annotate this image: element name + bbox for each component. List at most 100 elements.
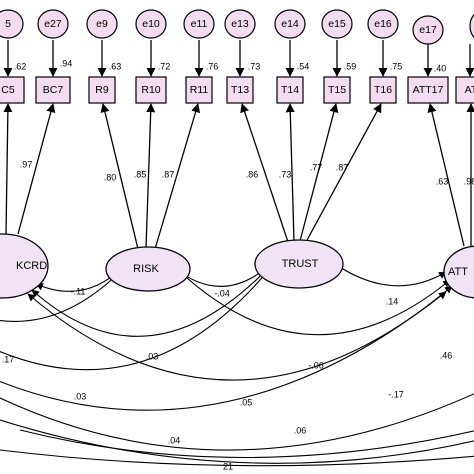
loading-path-t15	[299, 103, 339, 242]
indicator-box-c5	[0, 76, 25, 104]
covariance-curves	[0, 258, 474, 467]
indicator-label-t15: T15	[328, 84, 346, 96]
latent-risk	[105, 246, 191, 292]
error-term-r10	[135, 9, 167, 39]
factor-loading-t14: .73	[279, 169, 292, 179]
error-term-c5	[0, 9, 24, 39]
indicator-label-r9: R9	[95, 84, 109, 96]
error-label-bc7: e27	[44, 18, 62, 30]
factor-loading-t13: .86	[246, 169, 259, 179]
covariance-label-7: .46	[440, 350, 453, 360]
indicator-box-r9	[88, 76, 116, 104]
covariance-label-4: -.06	[308, 360, 324, 370]
error-paths	[3, 40, 474, 77]
error-loading-c5: .62	[14, 61, 27, 71]
error-label-c5: 5	[5, 18, 11, 30]
cov-trust-att	[327, 258, 447, 287]
loading-path-att17	[427, 103, 465, 247]
indicator-label-t14: T14	[281, 84, 299, 96]
indicator-label-c5: C5	[1, 84, 15, 96]
error-loading-r10: .72	[158, 61, 171, 71]
loading-path-t14	[285, 103, 295, 242]
indicator-box-t13	[226, 76, 254, 104]
loading-path-c5	[3, 103, 13, 235]
loading-path-r9	[100, 103, 139, 250]
error-term-r11	[183, 9, 215, 39]
cov-offscreen-e	[0, 419, 474, 464]
cov-offscreen-b	[0, 265, 273, 371]
indicator-label-at: AT	[465, 84, 474, 96]
latent-label-kcrd: KCRD	[16, 260, 47, 272]
error-loading-bc7: .94	[60, 58, 73, 68]
coefficients: .62.94.97.63.80.72.85.76.87.73.86.54.73.…	[2, 58, 474, 471]
factor-loading-att17: .63	[436, 176, 449, 186]
latent-kcrd	[0, 233, 49, 299]
error-loading-t15: .59	[344, 61, 357, 71]
error-label-t16: e16	[374, 18, 392, 30]
indicator-box-bc7	[35, 76, 71, 104]
error-label-t15: e15	[328, 18, 346, 30]
indicator-label-r11: R11	[190, 84, 209, 96]
latent-variables: KCRD RISK TRUST ATT	[0, 233, 474, 299]
error-label-r11: e11	[191, 18, 208, 30]
loading-path-r10	[145, 103, 156, 249]
error-label-t14: e14	[281, 18, 299, 30]
latent-att	[443, 245, 474, 299]
error-term-t15	[321, 9, 353, 39]
factor-loading-bc7: .97	[20, 159, 33, 169]
indicator-label-t13: T13	[231, 84, 249, 96]
covariance-label-5: .05	[240, 397, 253, 407]
covariance-label-2: .14	[386, 296, 399, 306]
latent-label-att: ATT	[448, 266, 468, 278]
latent-trust	[254, 239, 344, 289]
factor-loading-r10: .85	[134, 169, 147, 179]
error-term-t16	[367, 9, 399, 39]
error-term-r9	[86, 9, 118, 39]
error-loading-t13: .73	[248, 61, 261, 71]
covariance-label-1: -.04	[214, 288, 230, 298]
cov-kcrd-att	[27, 285, 453, 381]
error-term-t13	[224, 9, 256, 39]
cov-offscreen-d	[0, 393, 474, 451]
cov-offscreen-a	[0, 271, 121, 322]
covariance-label-12: 21	[223, 461, 233, 471]
indicator-label-t16: T16	[374, 84, 392, 96]
indicator-box-r10	[135, 76, 167, 104]
error-label-r9: e9	[96, 18, 108, 30]
covariance-label-9: .03	[74, 391, 87, 401]
indicator-box-t16	[369, 76, 397, 104]
error-term-bc7	[37, 9, 69, 39]
factor-loading-t16: .87	[336, 162, 349, 172]
factor-loading-at: .98	[464, 176, 474, 186]
covariance-label-3: .03	[146, 351, 159, 361]
latent-label-trust: TRUST	[282, 258, 319, 270]
error-label-t13: e13	[231, 18, 249, 30]
loading-path-r11	[154, 103, 201, 250]
error-loading-t14: .54	[297, 61, 310, 71]
indicator-box-t15	[323, 76, 351, 104]
error-term-t14	[274, 9, 306, 39]
error-loading-r9: .63	[109, 61, 122, 71]
loading-path-bc7	[17, 103, 56, 235]
indicator-box-att17	[407, 76, 449, 104]
loading-path-t16	[305, 103, 382, 243]
error-term-att17	[412, 15, 444, 45]
indicator-label-r10: R10	[141, 84, 160, 96]
error-term-at	[469, 13, 474, 39]
factor-loading-r11: .87	[162, 169, 175, 179]
indicator-label-att17: ATT17	[413, 84, 444, 96]
covariance-label-0: -.11	[71, 286, 86, 296]
indicator-box-t14	[276, 76, 304, 104]
error-label-att17: e17	[419, 24, 437, 36]
cov-offscreen-f	[19, 429, 474, 459]
latent-label-risk: RISK	[133, 263, 159, 275]
cov-offscreen-c	[0, 291, 447, 411]
factor-loading-t15: .77	[310, 162, 323, 172]
error-loading-r11: .76	[206, 61, 219, 71]
loading-path-t13	[240, 103, 289, 243]
loading-paths	[3, 103, 474, 250]
covariance-label-6: .17	[2, 354, 15, 364]
